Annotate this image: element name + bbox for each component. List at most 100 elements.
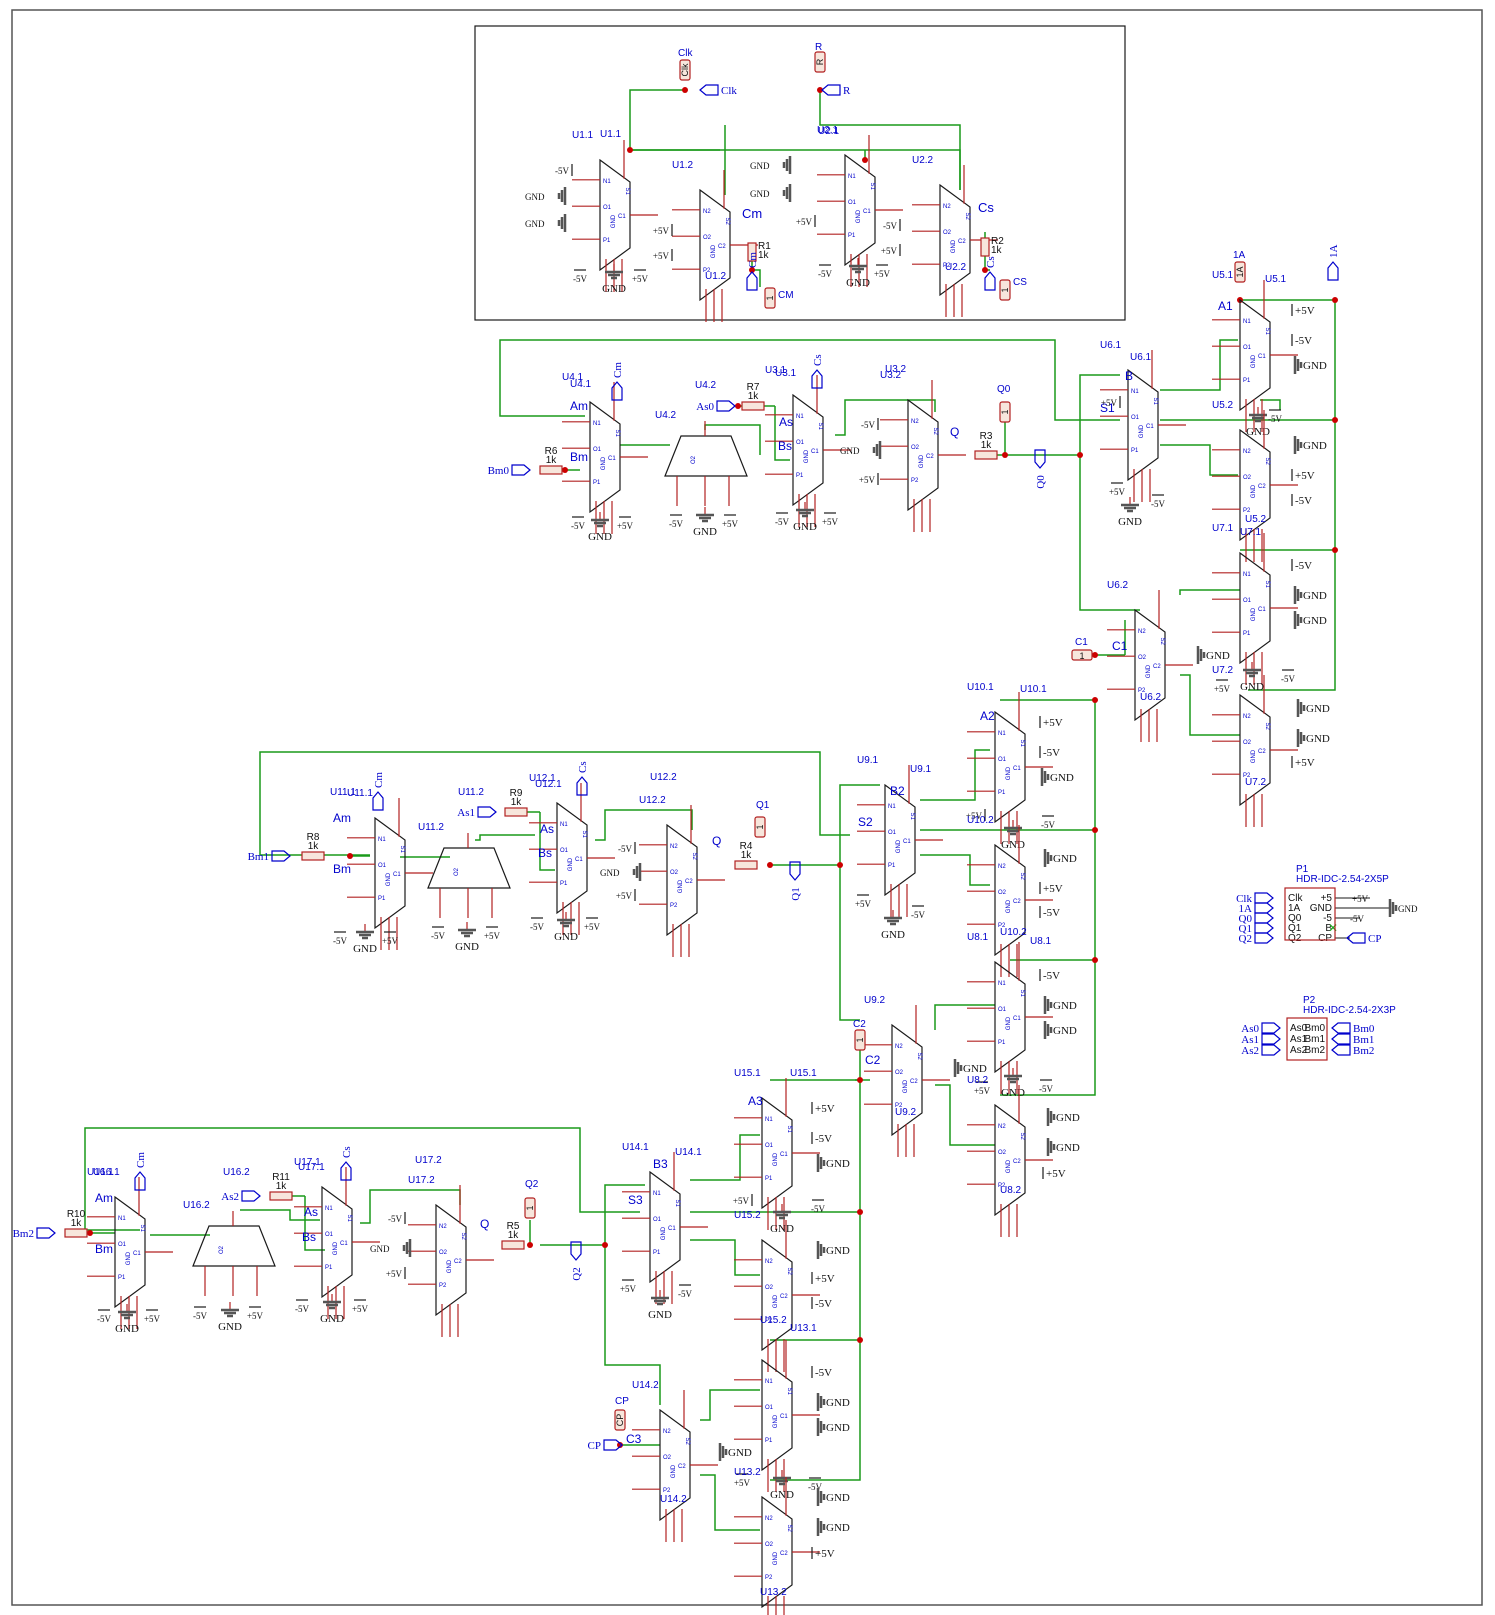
pin-label: GND xyxy=(773,1294,779,1308)
power-label: -5V xyxy=(530,922,544,932)
power-label: -5V xyxy=(618,844,632,854)
power-label: -5V xyxy=(573,274,587,284)
pin-label: O1 xyxy=(325,1232,334,1238)
gnd-label: GND xyxy=(826,1422,850,1434)
pin-label: P1 xyxy=(653,1250,661,1256)
gnd-label: GND xyxy=(1206,650,1230,662)
net-flag-cs: Cs xyxy=(340,1146,353,1181)
gnd-symbol: GND xyxy=(1246,407,1270,438)
net-flag-label: Cs xyxy=(812,354,824,366)
power-label: +5V xyxy=(484,931,501,941)
pos-supply: +5V xyxy=(617,516,634,531)
probe-text: 1 xyxy=(765,295,775,300)
power-label: -5V xyxy=(1350,914,1364,924)
power-label: +5V xyxy=(617,521,634,531)
pin-label: O2 xyxy=(454,867,460,876)
pin-label: N1 xyxy=(593,421,601,427)
net-flag-label: CP xyxy=(588,1440,601,1452)
neg-supply: -5V xyxy=(295,1299,309,1314)
gnd-label: GND xyxy=(826,1522,850,1534)
unit-designator: U14.2 xyxy=(632,1380,659,1391)
unit-designator: U5.1 xyxy=(1212,270,1234,281)
pin-label: C2 xyxy=(780,1551,788,1557)
power-label: +5V xyxy=(1043,717,1063,729)
pin-label: GND xyxy=(671,1464,677,1478)
power-label: +5V xyxy=(815,1548,835,1560)
pin-label: GND xyxy=(773,1414,779,1428)
pin-label: P2 xyxy=(703,268,711,274)
pin-label: S1 xyxy=(1152,398,1158,406)
pin-label: S1 xyxy=(674,1200,680,1208)
unit-designator: U14.1 xyxy=(622,1142,649,1153)
pin-label: GND xyxy=(1146,664,1152,678)
connector-pin-label: -5 xyxy=(1323,913,1332,924)
pin-label: P1 xyxy=(378,896,386,902)
neg-supply: -5V xyxy=(97,1309,111,1324)
net-flag-p2-right: Bm0 xyxy=(1331,1022,1375,1035)
pos-supply: +5V xyxy=(386,1267,406,1279)
gnd-symbol: GND xyxy=(750,184,792,202)
net-flag-label: Q1 xyxy=(790,887,802,900)
unit-designator: U7.1 xyxy=(1240,527,1262,538)
node-label: B2 xyxy=(890,784,905,798)
net-flag-label: Cm xyxy=(135,1152,147,1168)
gnd-symbol: GND xyxy=(1046,1138,1080,1156)
node-label: C2 xyxy=(865,1053,881,1067)
connector-p2-name: P2 xyxy=(1303,995,1316,1006)
unit-designator: U1.1 xyxy=(600,129,622,140)
pin-label: N1 xyxy=(998,981,1006,987)
probe-1a: 1A xyxy=(1234,261,1246,283)
pin-label: C1 xyxy=(608,456,616,462)
net-flag-p1-left: Q0 xyxy=(1239,912,1274,925)
net-flag-q1: Q1 xyxy=(789,861,802,901)
pin-label: O2 xyxy=(670,870,679,876)
gnd-symbol: GND xyxy=(793,502,817,533)
gnd-label: GND xyxy=(353,943,377,955)
net-flag-p1-left: Q1 xyxy=(1239,922,1274,935)
neg-supply: -5V xyxy=(1039,969,1060,982)
gnd-symbol: GND xyxy=(1296,699,1330,717)
node-label: Bs xyxy=(778,439,792,453)
unit-designator: U5.2 xyxy=(1212,400,1234,411)
net-flag-p1-left: Clk xyxy=(1236,892,1274,905)
gnd-label: GND xyxy=(1001,839,1025,851)
neg-supply: -5V xyxy=(1039,746,1060,759)
pin-label: C1 xyxy=(780,1152,788,1158)
node-label: As xyxy=(779,415,793,429)
unit-designator: U9.2 xyxy=(895,1107,917,1118)
probe-text: 1 xyxy=(755,824,765,829)
node-label: C1 xyxy=(1112,639,1128,653)
power-label: +5V xyxy=(734,1478,751,1488)
resistor-value: 1k xyxy=(741,850,753,861)
pin-label: P1 xyxy=(848,233,856,239)
pin-label: O1 xyxy=(560,848,569,854)
resistor-name: R7 xyxy=(747,382,760,393)
node-label: Q xyxy=(950,425,959,439)
probe-text: 1 xyxy=(525,1205,535,1210)
pin-label: N1 xyxy=(1131,389,1139,395)
net-flag-label: Cs xyxy=(577,761,589,773)
connector-pin-label: Q2 xyxy=(1288,933,1302,944)
pin-label: N2 xyxy=(943,204,951,210)
node-label: Bs xyxy=(302,1230,316,1244)
power-label: -5V xyxy=(669,519,683,529)
pos-supply: +5V xyxy=(855,894,872,909)
neg-supply: -5V xyxy=(431,926,445,941)
pin-label: C1 xyxy=(1258,354,1266,360)
pin-label: O1 xyxy=(593,447,602,453)
unit-designator: U2.2 xyxy=(945,262,967,273)
unit-designator: U12.2 xyxy=(650,772,677,783)
net-flag-label: Bm2 xyxy=(1353,1045,1374,1057)
unit-designator: U3.2 xyxy=(885,364,907,375)
pin-label: S1 xyxy=(786,1126,792,1134)
pin-label: GND xyxy=(903,1079,909,1093)
pin-label: N1 xyxy=(888,804,896,810)
pin-label: O1 xyxy=(378,863,387,869)
gnd-label: GND xyxy=(728,1447,752,1459)
